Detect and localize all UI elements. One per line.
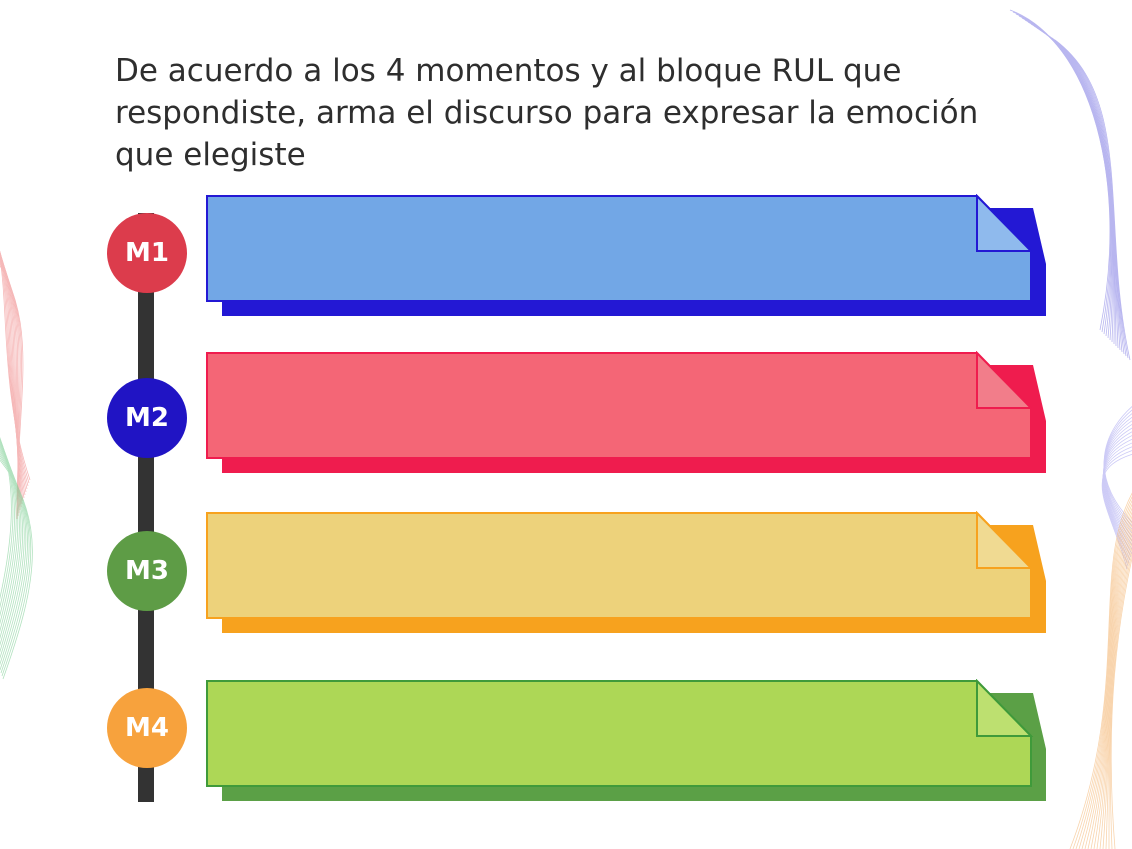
note-box-m2[interactable] xyxy=(206,351,1048,475)
note-fold xyxy=(976,511,1034,569)
moment-label: M1 xyxy=(125,238,169,268)
note-body xyxy=(206,195,1032,302)
moment-marker-m3: M3 xyxy=(107,531,187,611)
timeline-line xyxy=(138,213,154,802)
moment-marker-m1: M1 xyxy=(107,213,187,293)
note-fold xyxy=(976,351,1034,409)
note-box-m3[interactable] xyxy=(206,511,1048,635)
moment-label: M4 xyxy=(125,713,169,743)
moment-label: M3 xyxy=(125,556,169,586)
note-fold xyxy=(976,679,1034,737)
note-body xyxy=(206,352,1032,459)
moment-marker-m2: M2 xyxy=(107,378,187,458)
note-box-m4[interactable] xyxy=(206,679,1048,803)
note-body xyxy=(206,680,1032,787)
instruction-text: De acuerdo a los 4 momentos y al bloque … xyxy=(115,53,979,173)
note-fold xyxy=(976,194,1034,252)
note-box-m1[interactable] xyxy=(206,194,1048,318)
note-body xyxy=(206,512,1032,619)
moment-label: M2 xyxy=(125,403,169,433)
moment-marker-m4: M4 xyxy=(107,688,187,768)
